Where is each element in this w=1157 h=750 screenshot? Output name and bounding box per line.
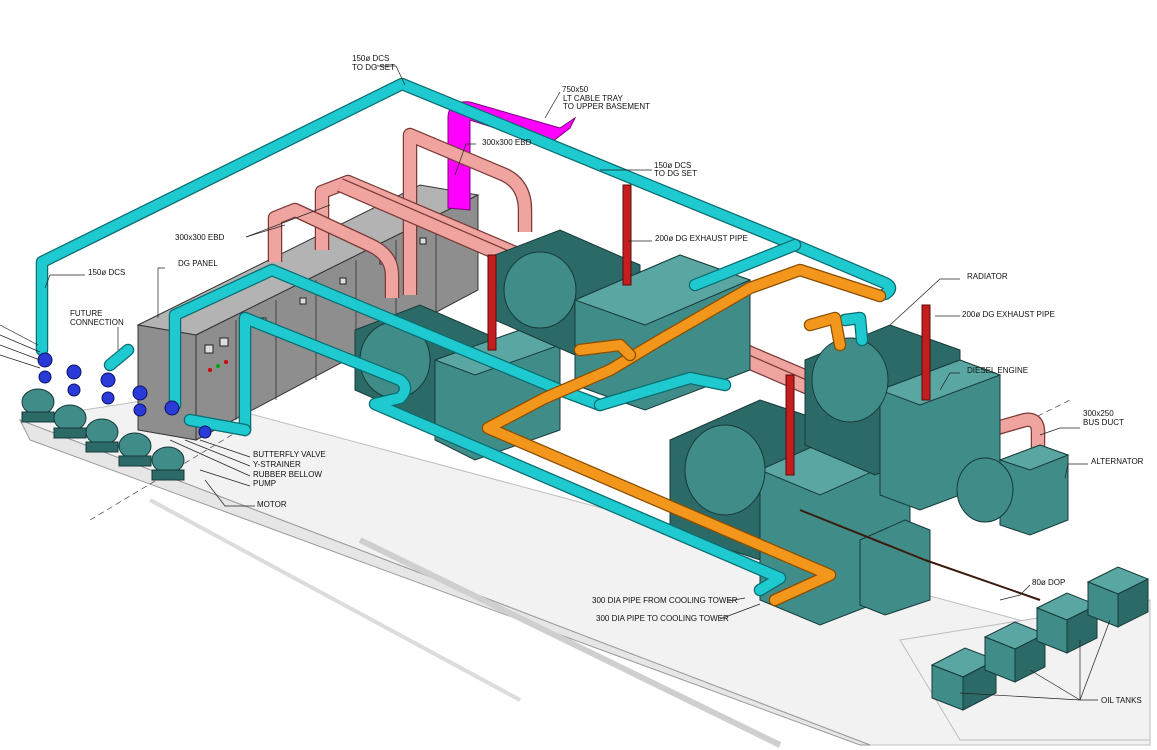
label-butterfly-valve: BUTTERFLY VALVE (253, 450, 326, 459)
label-alternator: ALTERNATOR (1091, 457, 1144, 466)
label-motor: MOTOR (257, 500, 287, 509)
label-future-1: FUTURE (70, 309, 102, 318)
pump-4 (118, 385, 152, 467)
exhaust-pipes (487, 184, 931, 476)
label-cable-tray-2: LT CABLE TRAY (563, 94, 624, 103)
label-dg-panel: DG PANEL (178, 259, 218, 268)
label-oil-tanks: OIL TANKS (1101, 696, 1142, 705)
label-bus-duct-1: 300x250 (1083, 409, 1114, 418)
oil-tanks (799, 509, 1150, 711)
label-ebd-left: 300x300 EBD (175, 233, 225, 242)
label-ebd-top: 300x300 EBD (482, 138, 532, 147)
label-exhaust-2: 200ø DG EXHAUST PIPE (962, 310, 1055, 319)
label-dcs-mid-1: 150ø DCS (654, 161, 691, 170)
label-dcs-top-2: TO DG SET (352, 63, 395, 72)
label-rubber-bellow: RUBBER BELLOW (253, 470, 322, 479)
label-pipe-from-ct: 300 DIA PIPE FROM COOLING TOWER (592, 596, 738, 605)
oil-tank-3 (1035, 592, 1099, 654)
oil-tank-1 (930, 647, 998, 711)
callout-labels: 150ø DCS TO DG SET 750x50 LT CABLE TRAY … (70, 54, 1144, 705)
label-pipe-to-ct: 300 DIA PIPE TO COOLING TOWER (596, 614, 729, 623)
label-dop: 80ø DOP (1032, 578, 1065, 587)
label-future-2: CONNECTION (70, 318, 124, 327)
pump-3 (85, 372, 119, 453)
label-cable-tray-3: TO UPPER BASEMENT (563, 102, 650, 111)
oil-tank-4 (1086, 566, 1150, 628)
label-y-strainer: Y-STRAINER (253, 460, 301, 469)
label-diesel-engine: DIESEL ENGINE (967, 366, 1028, 375)
label-radiator: RADIATOR (967, 272, 1008, 281)
label-exhaust-1: 200ø DG EXHAUST PIPE (655, 234, 748, 243)
oil-tank-2 (983, 621, 1047, 683)
label-dcs-left: 150ø DCS (88, 268, 125, 277)
label-bus-duct-2: BUS DUCT (1083, 418, 1124, 427)
orange-pipes (481, 263, 887, 607)
pump-5 (151, 400, 212, 481)
leader-lines (0, 65, 1111, 701)
pump-2 (53, 364, 87, 439)
label-dcs-top-1: 150ø DCS (352, 54, 389, 63)
pump-1 (21, 352, 55, 423)
label-pump: PUMP (253, 479, 276, 488)
cyan-pipes (35, 77, 897, 597)
label-dcs-mid-2: TO DG SET (654, 169, 697, 178)
pump-skids (21, 352, 212, 481)
label-cable-tray-1: 750x50 (562, 85, 589, 94)
